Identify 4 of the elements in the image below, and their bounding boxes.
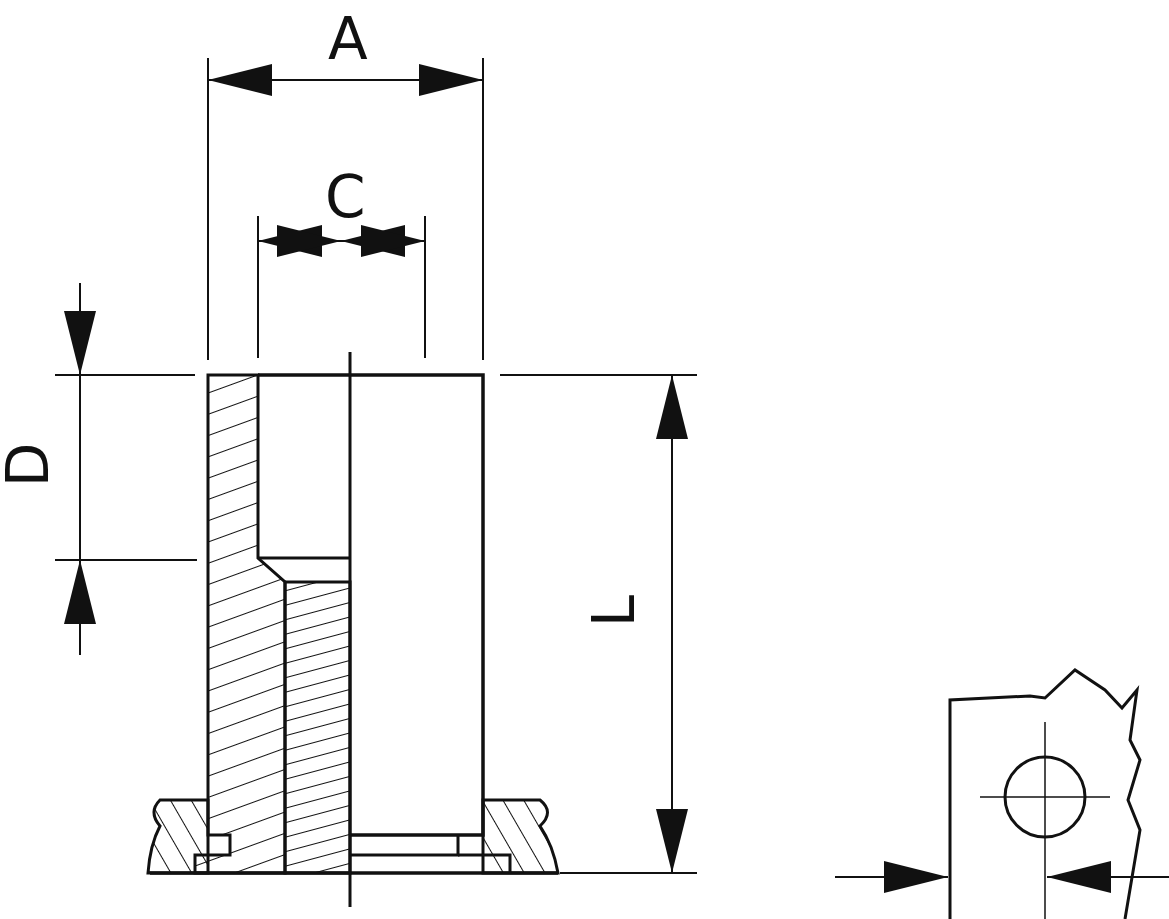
dimension-label: C [325,168,366,226]
dimension-label: D [0,442,58,488]
dimension-label: A [328,10,368,68]
dimension-label: L [585,594,644,628]
